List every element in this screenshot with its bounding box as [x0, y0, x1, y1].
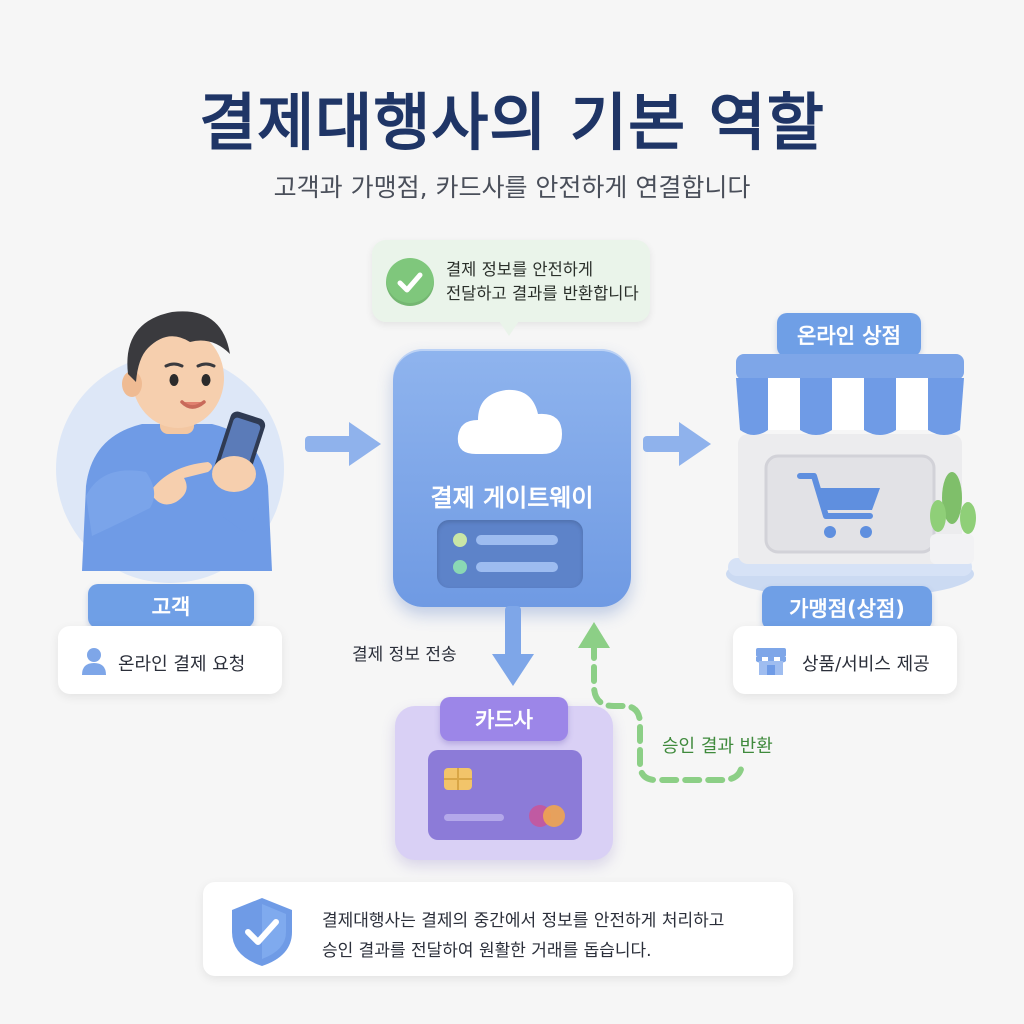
merchant-description: 상품/서비스 제공: [802, 654, 930, 675]
bubble-line-1: 결제 정보를 안전하게: [446, 260, 594, 279]
send-flow-label: 결제 정보 전송: [352, 645, 457, 665]
server-panel: [437, 520, 583, 588]
cloud-icon: [457, 389, 562, 454]
customer-person-illustration: [82, 311, 272, 571]
summary-line-2: 승인 결과를 전달하여 원활한 거래를 돕습니다.: [322, 941, 652, 961]
arrow-right-icon: [643, 422, 711, 466]
store-illustration: [726, 354, 976, 598]
customer-label: 고객: [88, 584, 254, 628]
credit-card-details: [444, 768, 565, 827]
card-company-label: 카드사: [440, 697, 568, 741]
summary-text: 결제대행사는 결제의 중간에서 정보를 안전하게 처리하고 승인 결과를 전달하…: [322, 906, 782, 966]
bubble-tail: [497, 318, 521, 336]
merchant-label: 가맹점(상점): [762, 586, 932, 630]
store-label: 온라인 상점: [777, 313, 921, 357]
page-title: 결제대행사의 기본 역할: [199, 86, 825, 159]
arrow-right-icon: [305, 422, 381, 466]
arrow-down-icon: [492, 606, 534, 686]
server-status-icon: [453, 533, 558, 574]
customer-description: 온라인 결제 요청: [118, 654, 246, 675]
summary-card: [203, 882, 793, 976]
approval-return-dashed-arrow: [578, 622, 745, 783]
user-icon: [82, 648, 106, 675]
shop-icon: [756, 648, 786, 675]
summary-line-1: 결제대행사는 결제의 중간에서 정보를 안전하게 처리하고: [322, 911, 725, 931]
bubble-text: 결제 정보를 안전하게 전달하고 결과를 반환합니다: [446, 258, 646, 306]
gateway-title: 결제 게이트웨이: [430, 484, 594, 512]
shield-check-icon: [232, 898, 292, 966]
bubble-line-2: 전달하고 결과를 반환합니다: [446, 284, 639, 303]
page-subtitle: 고객과 가맹점, 카드사를 안전하게 연결합니다: [273, 173, 751, 202]
approve-flow-label: 승인 결과 반환: [662, 736, 773, 757]
check-circle-icon: [386, 258, 434, 306]
